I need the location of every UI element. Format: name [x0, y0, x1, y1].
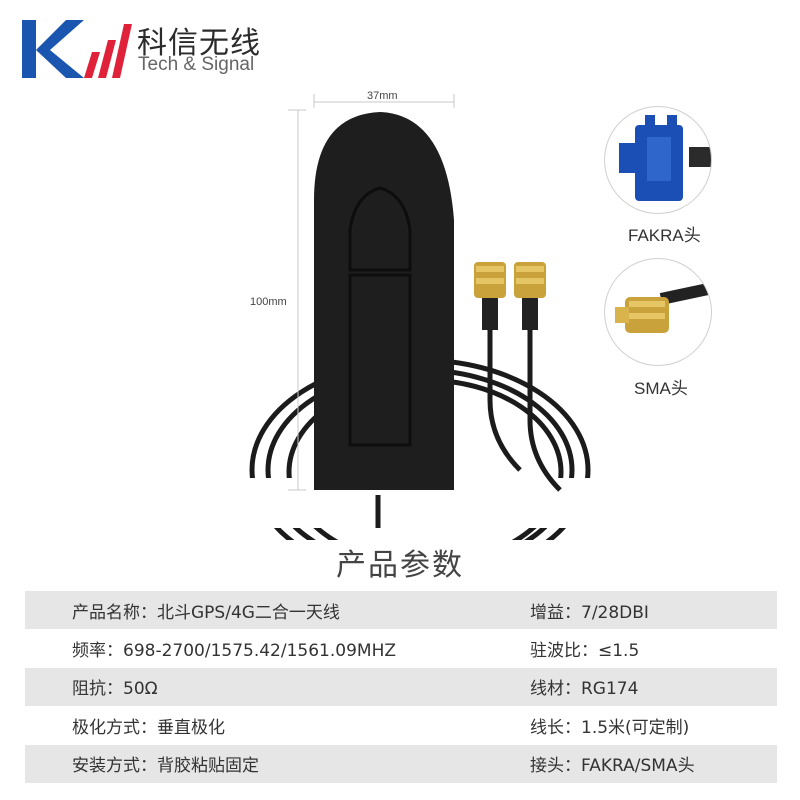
- sma-connector-label: SMA头: [634, 379, 688, 398]
- specs-title: 产品参数: [336, 548, 464, 583]
- spec-gain: 增益：7/28DBI: [530, 602, 649, 623]
- sma-connector-thumb: [604, 258, 712, 366]
- spec-vswr: 驻波比：≤1.5: [530, 641, 640, 662]
- width-dimension-label: 37mm: [367, 90, 398, 102]
- spec-connector: 接头：FAKRA/SMA头: [530, 756, 695, 777]
- spec-row: 安装方式：背胶粘贴固定 接头：FAKRA/SMA头: [25, 744, 777, 783]
- specs-table: 产品名称：北斗GPS/4G二合一天线 增益：7/28DBI 频率：698-270…: [25, 591, 777, 783]
- height-dimension-label: 100mm: [250, 296, 287, 308]
- brand-name-cn: 科信无线: [137, 26, 261, 61]
- fakra-connector-label: FAKRA头: [628, 226, 701, 245]
- spec-row: 极化方式：垂直极化 线长：1.5米(可定制): [25, 706, 777, 744]
- fakra-connector-thumb: [604, 106, 712, 214]
- antenna-product-image: [249, 94, 591, 540]
- spec-polarization: 极化方式：垂直极化: [72, 717, 225, 738]
- brand-logo-icon: [22, 20, 132, 78]
- spec-impedance: 阻抗：50Ω: [72, 679, 158, 700]
- sma-connector-icon: [615, 282, 711, 333]
- spec-cable-length: 线长：1.5米(可定制): [530, 717, 690, 738]
- spec-row: 产品名称：北斗GPS/4G二合一天线 增益：7/28DBI: [25, 591, 777, 630]
- spec-name: 产品名称：北斗GPS/4G二合一天线: [72, 602, 340, 623]
- spec-cable: 线材：RG174: [530, 679, 639, 700]
- spec-frequency: 频率：698-2700/1575.42/1561.09MHZ: [72, 641, 396, 662]
- fakra-connector-icon: [619, 115, 711, 201]
- spec-mounting: 安装方式：背胶粘贴固定: [72, 756, 259, 777]
- brand-name-en: Tech & Signal: [138, 54, 255, 75]
- spec-row: 阻抗：50Ω 线材：RG174: [25, 667, 777, 707]
- spec-row: 频率：698-2700/1575.42/1561.09MHZ 驻波比：≤1.5: [25, 629, 777, 667]
